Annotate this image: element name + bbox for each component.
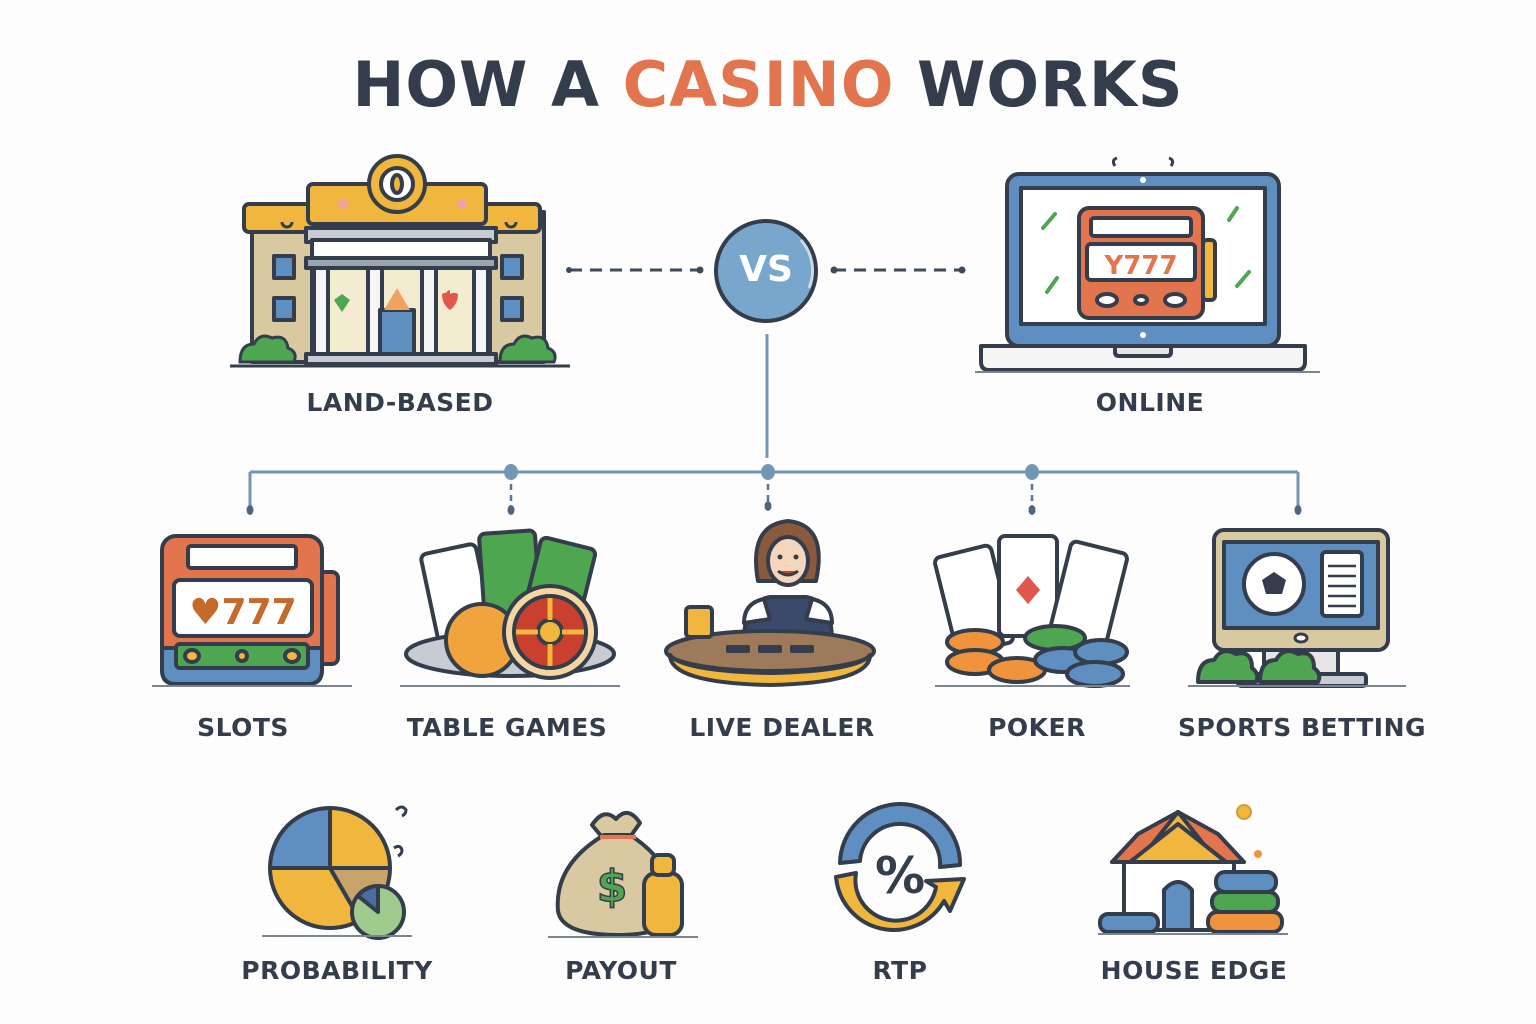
- game-label-live-dealer: LIVE DEALER: [689, 713, 875, 742]
- online-label: ONLINE: [1095, 388, 1205, 417]
- svg-text:Y777: Y777: [1103, 251, 1177, 281]
- game-label-sports-betting: SPORTS BETTING: [1177, 713, 1427, 742]
- cards-and-roulette-icon: [400, 528, 620, 688]
- slot-machine-icon: ♥777: [152, 528, 352, 688]
- house-with-chips-icon: [1098, 798, 1288, 938]
- pie-chart-icon: [262, 800, 422, 940]
- concept-label-probability: PROBABILITY: [241, 956, 433, 985]
- dealer-at-table-icon: [662, 515, 882, 690]
- vs-badge: VS: [713, 218, 819, 324]
- svg-text:$: $: [597, 861, 628, 912]
- svg-text:♥777: ♥777: [189, 592, 296, 633]
- vs-label: VS: [739, 249, 793, 290]
- concept-label-house-edge: HOUSE EDGE: [1100, 956, 1288, 985]
- game-label-slots: SLOTS: [197, 713, 289, 742]
- title-prefix: HOW A: [352, 48, 600, 121]
- casino-building-icon: [230, 152, 570, 372]
- title-suffix: WORKS: [917, 48, 1184, 121]
- concept-label-rtp: RTP: [872, 956, 928, 985]
- svg-text:%: %: [875, 847, 925, 905]
- concept-label-payout: PAYOUT: [565, 956, 677, 985]
- percent-cycle-icon: %: [826, 802, 976, 940]
- monitor-soccer-ball-icon: [1188, 526, 1406, 688]
- laptop-slot-machine-icon: Y777: [975, 156, 1320, 375]
- game-label-table-games: TABLE GAMES: [406, 713, 608, 742]
- title-highlight: CASINO: [622, 48, 895, 121]
- game-label-poker: POKER: [988, 713, 1086, 742]
- cards-and-chips-icon: [933, 530, 1130, 690]
- land-based-label: LAND-BASED: [306, 388, 494, 417]
- page-title: HOW A CASINO WORKS: [0, 48, 1536, 121]
- money-bag-icon: $: [548, 805, 698, 940]
